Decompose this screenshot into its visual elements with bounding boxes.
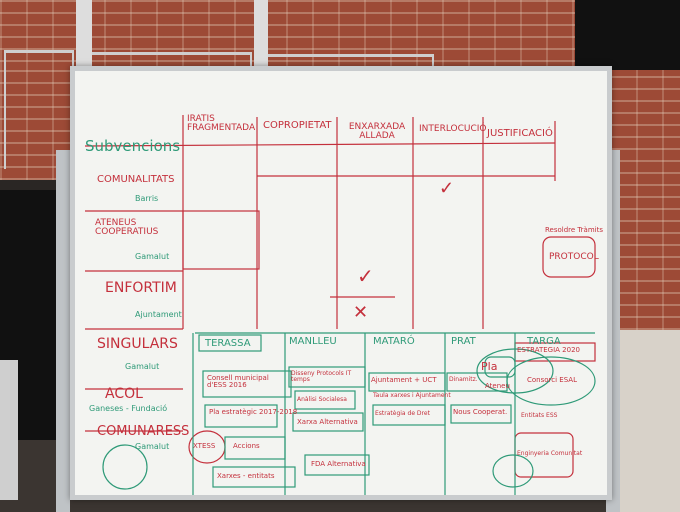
- lower-header: MANLLEU: [289, 336, 337, 347]
- cross-mark: ✕: [353, 302, 369, 322]
- lower-note: XTESS: [193, 442, 216, 450]
- lower-note: ESTRATEGIA 2020: [517, 346, 580, 354]
- lower-note: Consorci ESAL: [527, 376, 577, 384]
- row-note: Gamalut: [135, 442, 170, 451]
- column-header: COPROPIETAT: [263, 120, 332, 131]
- row-note: Ajuntament: [135, 310, 182, 319]
- whiteboard: IRATIS FRAGMENTADA COPROPIETAT ENXARXADA…: [70, 66, 612, 500]
- lower-note: FDA Alternativa: [311, 460, 366, 468]
- brick-wall-top: [0, 0, 600, 74]
- lower-note: Enginyeria Comunitat: [517, 450, 583, 457]
- row-header: ENFORTIM: [105, 280, 177, 296]
- left-wall-panel: [0, 360, 18, 500]
- row-header: COMUNARESS: [97, 424, 190, 439]
- whiteboard-stand-left: [56, 150, 70, 512]
- lower-note: Entitats ESS: [521, 412, 558, 419]
- lower-note: Xarxes - entitats: [217, 472, 275, 480]
- lower-note: Anàlisi Socialesa: [297, 396, 347, 403]
- lower-note: Pla estratègic 2017-2018: [209, 408, 298, 416]
- pillar: [76, 0, 92, 70]
- row-header: COMUNALITATS: [97, 174, 175, 185]
- column-header: INTERLOCUCIÓ: [419, 124, 487, 134]
- lower-header: MATARÓ: [373, 336, 415, 347]
- lower-note: Disseny Protocols IT temps: [291, 370, 352, 383]
- ceiling-opening: [575, 0, 680, 70]
- brick-wall-right: [610, 70, 680, 330]
- row-header: ATENEUS COOPERATIUS: [95, 218, 159, 237]
- lower-header: TARGA: [527, 336, 561, 347]
- row-header: ACOL: [105, 386, 143, 402]
- row-note: Gamalut: [135, 252, 170, 261]
- row-note: Gamalut: [125, 362, 160, 371]
- lower-note: Taula xarxes i Ajuntament: [373, 392, 451, 399]
- row-header: Subvencions: [85, 137, 181, 155]
- lower-header: PRAT: [451, 336, 476, 347]
- lower-note: Dinamitz.: [449, 376, 478, 383]
- check-mark: ✓: [439, 178, 455, 198]
- lower-note: Ateneu: [485, 382, 510, 390]
- lower-note: Xarxa Alternativa: [297, 418, 358, 426]
- side-note: Resoldre Tràmits: [545, 226, 603, 234]
- pillar: [254, 0, 268, 70]
- column-header: ENXARXADA ALLADA: [348, 122, 406, 141]
- lower-note: Consell municipal d'ESS 2016: [207, 374, 269, 389]
- row-note: Barris: [135, 194, 159, 203]
- row-note: Ganeses - Fundació: [89, 404, 168, 413]
- right-wall-panel: [620, 330, 680, 512]
- lower-note: Ajuntament + UCT: [371, 376, 437, 384]
- side-box-label: PROTOCOL: [549, 252, 599, 262]
- check-mark: ✓: [357, 266, 374, 288]
- lower-note: Nous Cooperat.: [453, 408, 508, 416]
- column-header: JUSTIFICACIÓ: [487, 128, 553, 139]
- lower-header: TERASSA: [205, 338, 251, 349]
- row-header: SINGULARS: [97, 336, 178, 352]
- lower-note: Pla: [481, 360, 498, 373]
- lower-note: Accions: [233, 442, 260, 450]
- column-header: IRATIS FRAGMENTADA: [187, 114, 256, 133]
- lower-note: Estratègia de Dret: [375, 410, 430, 417]
- whiteboard-grid: [84, 115, 596, 495]
